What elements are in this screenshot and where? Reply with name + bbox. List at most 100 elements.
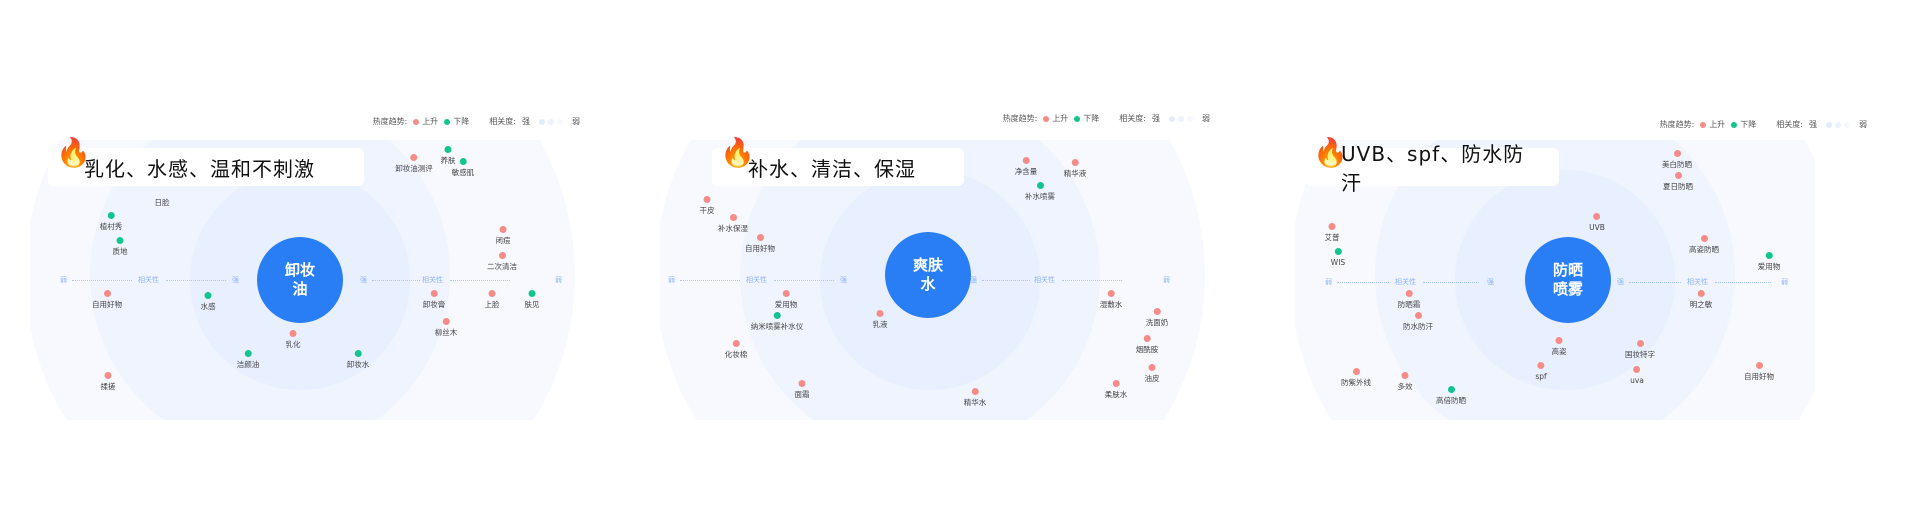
keyword[interactable]: 闭痘 — [496, 226, 511, 245]
trend-up-dot-icon — [876, 310, 884, 317]
keyword[interactable]: 补水保湿 — [718, 214, 748, 233]
keyword[interactable]: 卸妆膏 — [423, 290, 445, 309]
keyword[interactable]: 自用好物 — [1744, 362, 1774, 381]
keyword-label: 国妆特字 — [1625, 350, 1655, 359]
keyword[interactable]: 洁颜油 — [237, 350, 259, 369]
keyword-label: 干皮 — [699, 206, 715, 215]
trend-up-dot-icon — [1414, 312, 1422, 319]
topic-banner: 🔥 乳化、水感、温和不刺激 — [48, 139, 364, 186]
keyword[interactable]: 自用好物 — [745, 234, 775, 253]
keyword[interactable]: 高倍防晒 — [1436, 386, 1466, 405]
down-dot-icon — [1731, 121, 1738, 128]
keyword[interactable]: 精华液 — [1064, 159, 1086, 178]
trend-up-dot-icon — [1674, 172, 1682, 179]
keyword[interactable]: 烟酰胺 — [1135, 335, 1159, 354]
trend-up-dot-icon — [1401, 372, 1409, 379]
keyword[interactable]: 油皮 — [1145, 364, 1160, 383]
keyword[interactable]: 洗面奶 — [1146, 308, 1168, 327]
keyword-label: 上脸 — [484, 300, 500, 309]
keyword-label: 净含量 — [1014, 167, 1038, 176]
keyword[interactable]: 高姿 — [1552, 337, 1567, 356]
keyword-label: 闭痘 — [495, 236, 511, 245]
keyword[interactable]: 精华水 — [964, 388, 986, 407]
keyword-label: 烟酰胺 — [1135, 345, 1159, 354]
trend-legend-label: 热度趋势: — [1659, 120, 1695, 129]
keyword[interactable]: 明之敏 — [1690, 290, 1712, 309]
trend-up-dot-icon — [442, 318, 450, 325]
keyword[interactable]: 防紫外线 — [1341, 368, 1371, 387]
keyword[interactable]: 乳化 — [286, 330, 301, 349]
keyword[interactable]: 防水防汗 — [1403, 312, 1433, 331]
down-legend-label: 下降 — [1740, 120, 1757, 129]
keyword-label: 补水保湿 — [718, 224, 748, 233]
keyword-radar: 弱 相关性 强 强 相关性 弱 爽肤水 干皮 补水保湿 自用好物 水 净含量 精… — [660, 140, 1220, 420]
keyword[interactable]: 肤见 — [525, 290, 540, 309]
keyword[interactable]: 防晒霜 — [1397, 290, 1421, 309]
axis-weak-right: 弱 — [1781, 278, 1788, 286]
keyword[interactable]: 爱用物 — [775, 290, 797, 309]
keyword[interactable]: 夏日防晒 — [1663, 172, 1693, 191]
trend-down-dot-icon — [116, 237, 124, 244]
trend-up-dot-icon — [1143, 335, 1151, 342]
keyword[interactable]: 柔肤水 — [1105, 380, 1127, 399]
keyword-label: 油皮 — [1144, 374, 1160, 383]
keyword[interactable]: 爱用物 — [1758, 252, 1780, 271]
keyword[interactable]: 高姿防晒 — [1689, 235, 1719, 254]
trend-up-dot-icon — [1537, 362, 1545, 369]
trend-up-dot-icon — [1148, 364, 1156, 371]
keyword[interactable]: WIS — [1331, 248, 1345, 267]
keyword[interactable]: 水感 — [201, 292, 216, 311]
keyword[interactable]: 质地 — [113, 237, 128, 256]
keyword[interactable]: 面霜 — [795, 380, 810, 399]
trend-legend-label: 热度趋势: — [1002, 114, 1038, 123]
keyword[interactable]: 补水喷雾 — [1025, 182, 1055, 201]
keyword[interactable]: 植村秀 — [100, 212, 122, 231]
keyword[interactable]: 自用好物 — [92, 290, 122, 309]
keyword[interactable]: 国妆特字 — [1625, 340, 1655, 359]
trend-up-dot-icon — [782, 290, 790, 297]
keyword[interactable]: uva — [1630, 366, 1644, 385]
keyword-label: 夏日防晒 — [1663, 182, 1693, 191]
keyword-label: 多效 — [1397, 382, 1413, 391]
keyword-label: 柳丝木 — [434, 328, 458, 337]
relevance-axis: 弱 相关性 强 强 相关性 弱 — [1325, 276, 1815, 288]
up-dot-icon — [1043, 115, 1050, 122]
keyword[interactable]: 乳液 — [873, 310, 888, 329]
keyword-label: 卸妆水 — [346, 360, 370, 369]
banner-text: 乳化、水感、温和不刺激 — [84, 156, 315, 181]
keyword-label: 防晒霜 — [1397, 300, 1421, 309]
keyword[interactable]: 艾普 — [1325, 223, 1340, 242]
keyword[interactable]: 二次清洁 — [487, 252, 517, 271]
keyword[interactable]: 干皮 — [700, 196, 715, 215]
trend-up-dot-icon — [729, 214, 737, 221]
keyword-label: 高倍防晒 — [1436, 396, 1466, 405]
keyword[interactable]: 日脸 — [155, 188, 170, 207]
keyword[interactable]: 美白防晒 — [1662, 150, 1692, 169]
keyword[interactable]: 卸妆油测评 — [395, 154, 433, 173]
keyword[interactable]: 纳米喷雾补水仪 — [751, 312, 803, 331]
keyword[interactable]: 敏感肌 — [452, 158, 474, 177]
relevance-axis: 弱 相关性 强 强 相关性 弱 — [668, 274, 1170, 286]
keyword[interactable]: 上脸 — [485, 290, 500, 309]
trend-up-dot-icon — [499, 226, 507, 233]
keyword[interactable]: UVB — [1589, 213, 1605, 232]
down-dot-icon — [1074, 115, 1081, 122]
panel-makeup-remover-oil: 热度趋势: 上升 下降 相关度: 强 弱 弱 相关性 强 强 相关性 弱 卸妆油… — [30, 110, 590, 420]
trend-up-dot-icon — [488, 290, 496, 297]
legend: 热度趋势: 上升 下降 相关度: 强 弱 — [373, 116, 580, 127]
relevance-axis: 弱 相关性 强 强 相关性 弱 — [60, 274, 562, 286]
keyword[interactable]: 养肤 — [441, 146, 456, 165]
keyword[interactable]: 多效 — [1398, 372, 1413, 391]
keyword[interactable]: 揉搓 — [101, 372, 116, 391]
keyword-label: 乳液 — [872, 320, 888, 329]
keyword[interactable]: 湿敷水 — [1100, 290, 1122, 309]
keyword[interactable]: 化妆棉 — [725, 340, 747, 359]
keyword[interactable]: 卸妆水 — [346, 350, 370, 369]
keyword[interactable]: spf — [1535, 362, 1547, 381]
keyword[interactable]: 净含量 — [1014, 157, 1038, 176]
keyword[interactable]: 柳丝木 — [434, 318, 458, 337]
legend: 热度趋势: 上升 下降 相关度: 强 弱 — [1003, 113, 1210, 124]
center-line-2: 油 — [292, 280, 308, 298]
trend-up-dot-icon — [103, 290, 111, 297]
relevance-gradient-icon — [1169, 115, 1193, 122]
